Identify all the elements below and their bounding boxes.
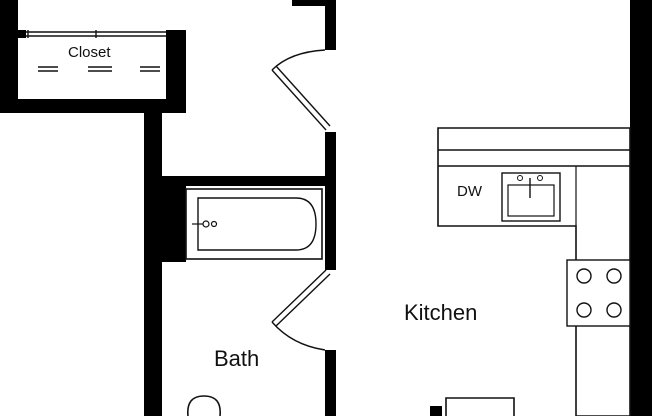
tub-top-wall	[162, 176, 336, 186]
bath-label: Bath	[214, 346, 260, 371]
dishwasher-label: DW	[457, 183, 482, 200]
kitchen-sink-icon	[501, 172, 561, 222]
bath-wall-bottom	[325, 350, 336, 416]
bath-wall-top	[325, 0, 336, 50]
counter-end-block	[430, 406, 442, 416]
door-swing-icon	[271, 49, 331, 351]
stove-burner-icon	[566, 259, 631, 327]
closet-label: Closet	[68, 44, 111, 61]
kitchen-counter	[437, 127, 631, 416]
closet-top-stub	[18, 30, 26, 38]
closet-rod-icon	[26, 30, 166, 72]
faucet-icon	[192, 220, 218, 228]
closet-bottom-wall	[0, 99, 186, 113]
closet-right-wall	[166, 30, 186, 113]
bathtub-icon	[185, 188, 323, 260]
appliance-outline	[445, 397, 515, 416]
top-wall-stub	[292, 0, 334, 6]
right-exterior-wall	[630, 0, 652, 416]
bath-wall-mid	[325, 132, 336, 270]
toilet-icon	[187, 395, 221, 416]
tub-left-wall	[162, 186, 186, 262]
closet-left-wall	[0, 0, 18, 113]
kitchen-label: Kitchen	[404, 300, 478, 325]
hall-wall	[144, 99, 162, 416]
